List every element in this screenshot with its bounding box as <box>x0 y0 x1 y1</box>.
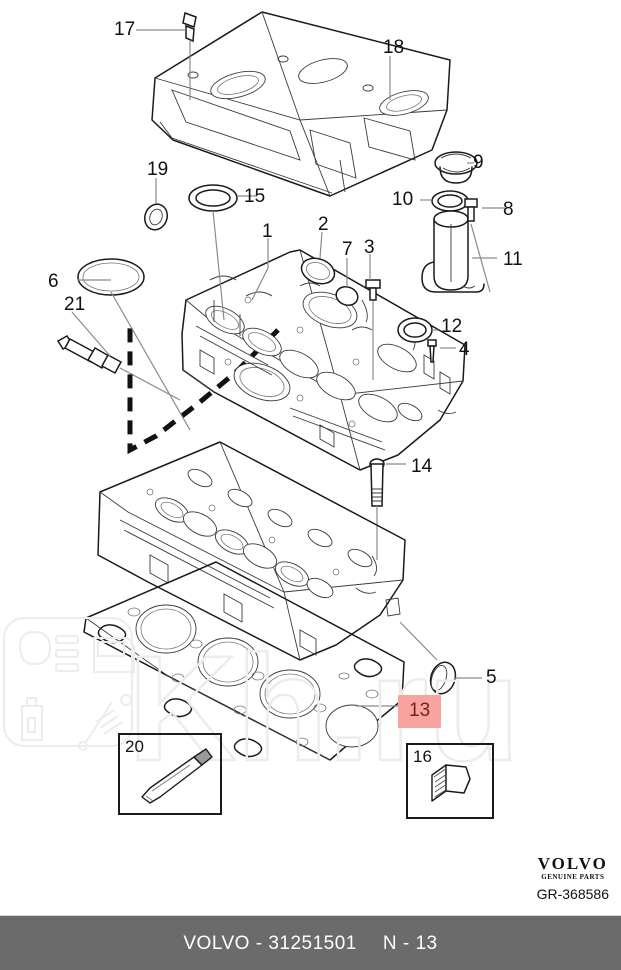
part-box-16-label: 16 <box>413 747 432 766</box>
dowel-pin-art <box>427 339 437 363</box>
callout-14[interactable]: 14 <box>411 456 433 477</box>
small-plug-art <box>335 285 359 307</box>
oil-filler-seal-art <box>431 190 469 212</box>
threaded-plug-icon <box>431 764 471 802</box>
footer-separator: - <box>255 932 263 954</box>
sensor-plug-art <box>56 334 181 401</box>
footer-text: VOLVO - 31251501 N - 13 <box>183 933 437 955</box>
callout-2[interactable]: 2 <box>318 214 329 235</box>
o-ring-art <box>397 317 433 343</box>
small-seal-art <box>143 203 169 231</box>
engine-linework: .ln { fill:none; stroke:#1a1a1a; stroke-… <box>56 11 505 761</box>
callout-4[interactable]: 4 <box>459 339 470 360</box>
cylinder-head-bolt-art <box>369 458 385 560</box>
callout-17[interactable]: 17 <box>114 19 136 40</box>
leader-lines <box>71 29 505 707</box>
small-bolt-art <box>365 279 381 380</box>
callout-3[interactable]: 3 <box>364 237 375 258</box>
callout-19[interactable]: 19 <box>147 159 169 180</box>
callout-10[interactable]: 10 <box>392 189 414 210</box>
footer-bar: VOLVO - 31251501 N - 13 <box>0 915 621 970</box>
callout-7[interactable]: 7 <box>342 239 353 260</box>
part-box-20[interactable]: 20 <box>118 733 222 815</box>
callout-8[interactable]: 8 <box>503 199 514 220</box>
callout-1[interactable]: 1 <box>262 221 273 242</box>
sealant-tube-icon <box>141 748 213 804</box>
callout-12[interactable]: 12 <box>441 316 463 337</box>
parts-diagram: Kh.ru .ln { fill:none; stroke:#1a1a1a; s… <box>3 11 523 819</box>
callout-6[interactable]: 6 <box>48 271 59 292</box>
part-box-20-label: 20 <box>125 737 144 756</box>
cylinder-head-gasket-art <box>83 561 405 761</box>
expansion-plug-art <box>429 661 457 695</box>
cylinder-head-art <box>97 441 406 661</box>
callout-13-selected[interactable]: 13 <box>398 695 442 728</box>
valve-cover-art <box>151 11 451 197</box>
callout-5[interactable]: 5 <box>486 667 497 688</box>
volvo-brand-block: VOLVO GENUINE PARTS GR-368586 <box>537 855 609 902</box>
part-box-16[interactable]: 16 <box>406 743 494 819</box>
footer-brand: VOLVO <box>183 932 250 954</box>
callout-11[interactable]: 11 <box>503 249 523 270</box>
plug-cap-art <box>300 257 336 285</box>
footer-part-number: 31251501 <box>268 932 357 954</box>
oil-filler-cap-art <box>434 151 478 184</box>
callout-15[interactable]: 15 <box>244 186 266 207</box>
volvo-logo-subtitle: GENUINE PARTS <box>541 872 605 881</box>
footer-section-label: N - 13 <box>382 932 438 954</box>
large-gasket-ring-art <box>77 258 145 296</box>
oil-filler-neck-art <box>421 210 485 293</box>
callout-21[interactable]: 21 <box>64 294 86 315</box>
drawing-reference: GR-368586 <box>536 885 609 902</box>
callout-18[interactable]: 18 <box>383 37 405 58</box>
callout-9[interactable]: 9 <box>473 152 484 173</box>
volvo-logo-text: VOLVO <box>537 854 608 873</box>
valve-cover-bolt-art <box>182 11 197 100</box>
camshaft-seal-art <box>188 184 238 212</box>
